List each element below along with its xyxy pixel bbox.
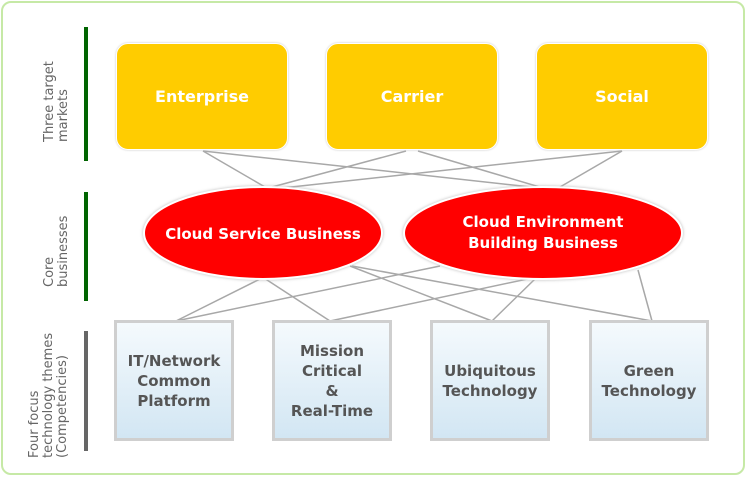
link-core-1-tech-0 (175, 265, 441, 322)
tech-row-bar (84, 331, 88, 451)
link-core-0-tech-3 (351, 265, 653, 322)
core-cloud-service-label: Cloud Service Business (165, 224, 361, 243)
link-market-2-core-0 (281, 150, 623, 189)
market-social: Social (536, 43, 708, 150)
link-market-1-core-0 (271, 150, 407, 188)
core-cloud-service-ellipse (143, 186, 383, 280)
core-cloud-environment-ellipse (403, 186, 683, 280)
link-core-1-tech-1 (329, 277, 533, 322)
tech-ubiquitous: Ubiquitous Technology (430, 320, 550, 441)
link-market-0-core-1 (202, 150, 541, 189)
link-core-1-tech-2 (491, 277, 537, 322)
market-enterprise: Enterprise (116, 43, 288, 150)
tech-mission-critical: Mission Critical & Real-Time (272, 320, 392, 441)
link-core-0-tech-1 (263, 277, 331, 322)
markets-row-bar (84, 27, 88, 161)
link-market-2-core-1 (559, 150, 623, 188)
link-market-1-core-1 (417, 150, 544, 189)
link-core-0-tech-2 (349, 265, 493, 322)
link-core-1-tech-3 (637, 269, 653, 322)
core-cloud-environment-label: Cloud Environment Building Business (462, 213, 624, 252)
tech-green: Green Technology (589, 320, 709, 441)
link-market-0-core-0 (202, 150, 266, 188)
core-row-bar (84, 192, 88, 301)
tech-it-network-platform: IT/Network Common Platform (114, 320, 234, 441)
link-core-0-tech-0 (175, 277, 263, 322)
market-carrier: Carrier (326, 43, 498, 150)
